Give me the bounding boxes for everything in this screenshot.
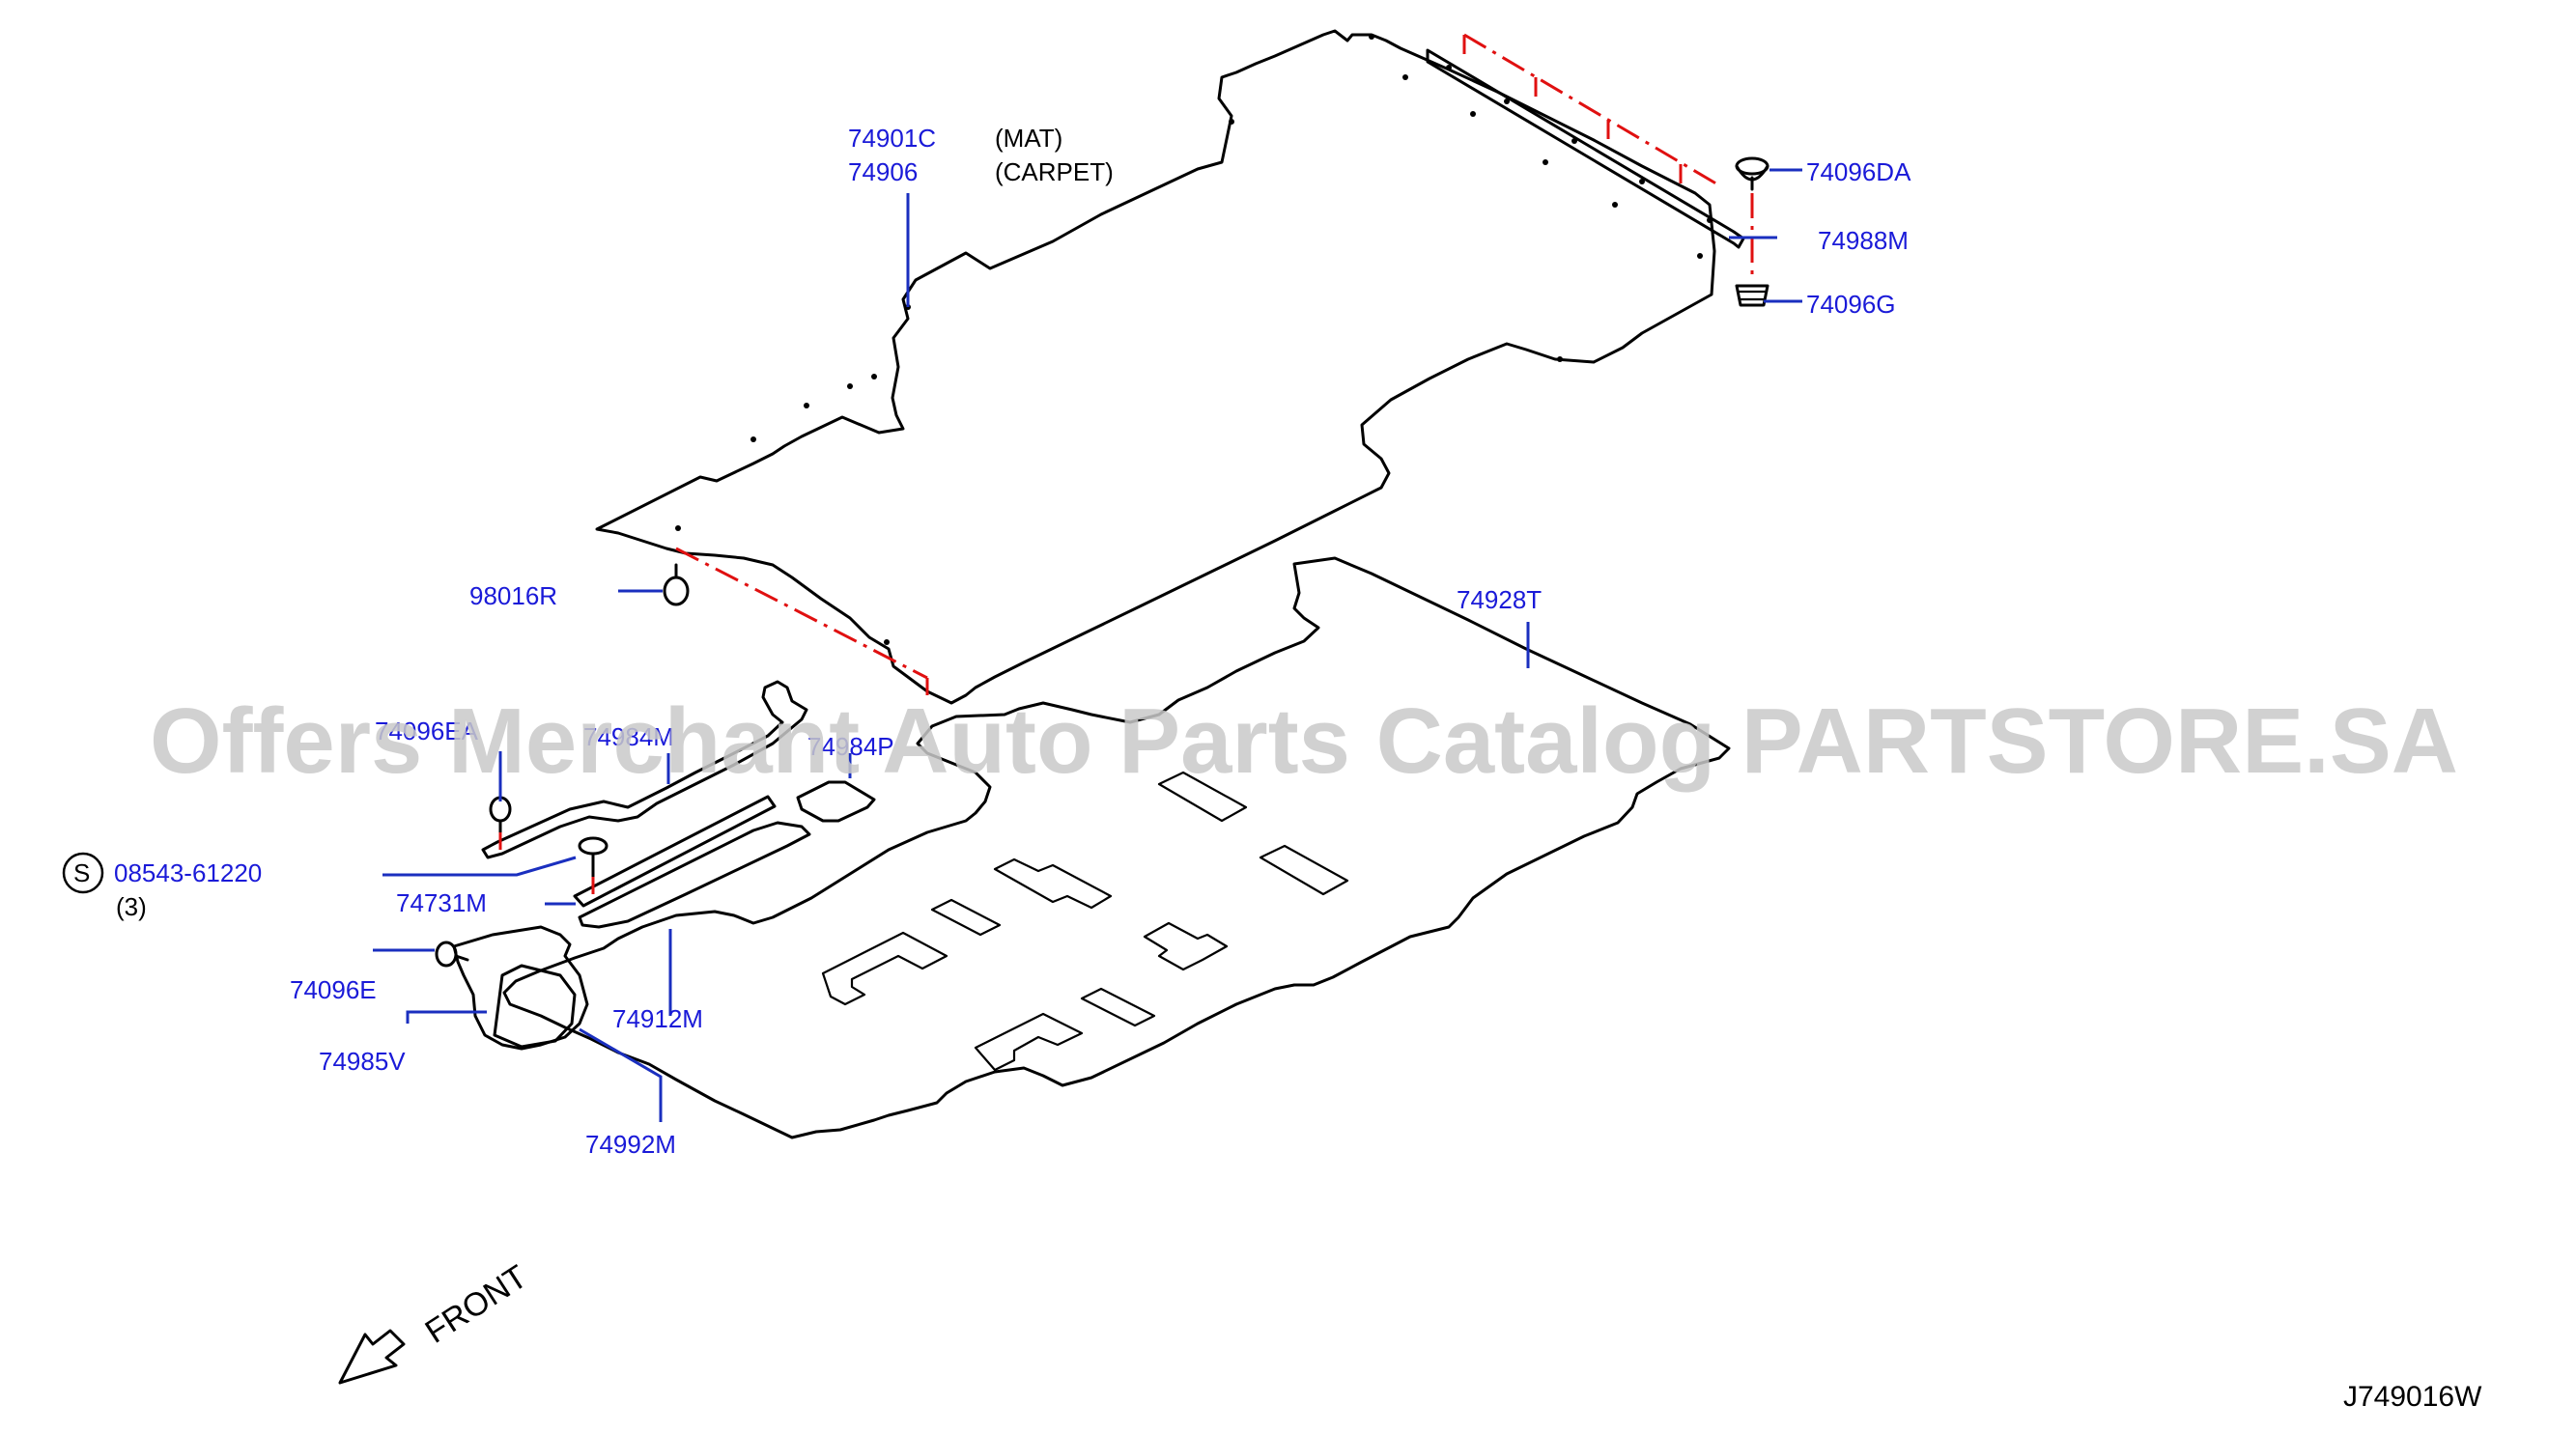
label-74984m: 74984M <box>583 722 674 751</box>
floor-mat-carpet <box>595 29 1716 705</box>
label-carpet: (CARPET) <box>995 157 1114 186</box>
watermark: Offers Merchant Auto Parts Catalog PARTS… <box>150 689 2458 793</box>
front-label: FRONT <box>419 1258 534 1351</box>
label-74096g: 74096G <box>1806 290 1896 319</box>
part-labels: 74901C 74906 (MAT) (CARPET) 74096DA 7498… <box>62 124 1911 1159</box>
clip-74096g-icon <box>1735 284 1769 307</box>
clip-74096e-icon <box>435 941 469 968</box>
front-direction-indicator: FRONT <box>338 1258 534 1385</box>
label-74928t: 74928T <box>1457 585 1542 614</box>
label-74731m: 74731M <box>396 888 487 917</box>
svg-text:S: S <box>73 858 90 887</box>
label-74912m: 74912M <box>612 1004 703 1033</box>
diagram-code: J749016W <box>2343 1381 2482 1413</box>
side-sill-pieces <box>481 680 811 929</box>
label-74984p: 74984P <box>807 732 894 761</box>
label-74988m: 74988M <box>1818 226 1909 255</box>
clip-74096ea-icon <box>489 796 512 834</box>
fasteners <box>435 156 1769 968</box>
label-74992m: 74992M <box>585 1130 676 1159</box>
floor-insulator <box>502 556 1731 1139</box>
clip-98016r-icon <box>663 563 690 606</box>
small-pad <box>796 780 876 823</box>
rear-finisher-strip <box>1426 48 1745 249</box>
screw-08543-icon <box>578 836 609 879</box>
label-74096e: 74096E <box>290 975 377 1004</box>
s-symbol-icon: S <box>62 852 104 894</box>
label-qty: (3) <box>116 892 147 921</box>
front-arrow-icon <box>338 1329 406 1385</box>
clip-74096da-icon <box>1735 156 1769 191</box>
label-08543-61220: 08543-61220 <box>114 858 262 887</box>
label-74906: 74906 <box>848 157 918 186</box>
wheel-house-cover <box>452 925 589 1051</box>
leader-lines <box>373 168 1802 1122</box>
label-mat: (MAT) <box>995 124 1062 153</box>
label-74985v: 74985V <box>319 1047 406 1076</box>
label-98016r: 98016R <box>469 581 557 610</box>
label-74096da: 74096DA <box>1806 157 1911 186</box>
label-74901c: 74901C <box>848 124 936 153</box>
label-74096ea: 74096EA <box>375 716 479 745</box>
